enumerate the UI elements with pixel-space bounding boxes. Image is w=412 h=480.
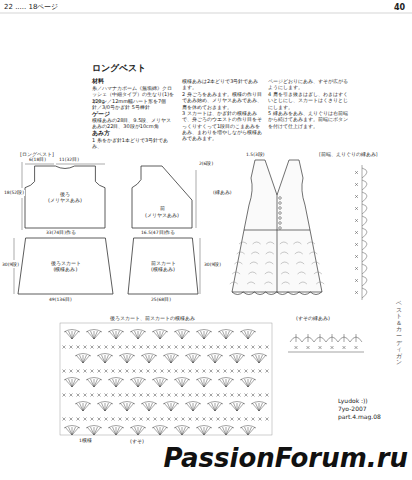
watermark: PassionForum.ru	[164, 442, 408, 475]
pattern-piece: 後ろスカート(模様あみ)	[18, 238, 113, 294]
diagram-label: 49(136目)	[48, 297, 73, 303]
instruction-text: 4 肩を引き抜きはぎし、わきはすくいとじにし、スカートはくさりとじにします。	[268, 91, 348, 110]
diagram-label: [前端、えりぐりの縁あみ]	[318, 152, 379, 158]
instruction-text: 針／3/0号かぎ針 5号棒針	[92, 104, 176, 110]
diagram-label: part.4.mag.08	[338, 413, 381, 421]
diagram-label: 2(6段)	[198, 161, 214, 167]
stitch-chart	[63, 330, 269, 436]
diagram-label: 材料	[92, 78, 104, 85]
diagram-label: 40	[394, 3, 405, 13]
instruction-text: 3 スカートは、かぎ針の模様あみで、身ごろのウエストの作り目をそっくりすくって1…	[182, 110, 262, 141]
diagram-label: (すそ)	[130, 438, 144, 444]
pattern-piece: 前(メリヤスあみ)	[132, 166, 192, 228]
dimension-lines	[14, 162, 200, 294]
diagram-label: 後ろスカート、前スカートの模様あみ	[110, 315, 195, 321]
diagram-label: 22 ..... 18ページ	[4, 3, 58, 12]
vest-stitches	[230, 242, 324, 284]
instruction-text: 1 糸をかぎ針1本どりで3号針であみ、	[92, 137, 176, 150]
instruction-text: ボタン／12mm幅ハート形を7個	[92, 98, 176, 104]
diagram-label: ゲージ	[92, 111, 110, 118]
instruction-text: 5 縁あみをあみ、えりぐりは右前端から続けてあみます。前端にボタンを付けて仕上げ…	[268, 110, 348, 129]
diagram-label: 30(9段)	[203, 262, 222, 268]
edging-chart	[355, 165, 367, 300]
diagram-label: 1.5(3段)	[245, 152, 266, 158]
diagram-label: 16.5(47目)作る	[140, 230, 176, 236]
diagram-label: 25(68目)	[150, 297, 172, 303]
page-title: ロングベスト	[92, 62, 146, 75]
buttons	[279, 197, 282, 230]
pattern-piece: 後ろ(メリヤスあみ)	[25, 166, 105, 228]
diagram-label: Lyudok :))	[338, 397, 368, 405]
diagram-label: 11(32目)	[58, 157, 80, 163]
instruction-text: ページどおりにあみ、すそが広がるようにします。	[268, 78, 348, 91]
instruction-text: 2 身ごろをあみます。模様の作り目であみ始め、メリヤスあみであみ、肩を休めておき…	[182, 91, 262, 110]
header-rule	[0, 13, 412, 14]
diagram-label: 18(52段)	[3, 190, 25, 196]
diagram-label: 33(74目)作る	[45, 230, 77, 236]
diagram-label: (すその縁あみ)	[296, 315, 330, 321]
diagram-label: 30(9段)	[1, 262, 20, 268]
piece-label: (模様あみ)	[150, 266, 176, 273]
piece-label: (メリヤスあみ)	[47, 197, 83, 204]
diagram-label: 1模様	[78, 438, 93, 444]
piece-outline	[132, 166, 192, 228]
diagram-label: 7yo-2007	[338, 405, 367, 413]
instruction-text: 模様あみは2本どりで3号針であみます。	[182, 78, 262, 91]
diagram-label: あみ方	[92, 130, 110, 137]
pattern-piece: 前スカート(模様あみ)	[128, 238, 198, 294]
piece-label: (模様あみ)	[53, 266, 79, 273]
diagram-label: 6(18目)	[28, 157, 47, 163]
instruction-text: 模様あみの28目、9.5段、メリヤスあみの22目、30段が10cm角	[92, 117, 176, 130]
diagram-label: ベスト＆カーディガン	[396, 300, 402, 366]
chart-frame	[60, 323, 272, 435]
diagram-label: (縁あみ)	[212, 190, 233, 196]
vest-illustration	[232, 160, 322, 295]
hem-chart	[288, 334, 364, 352]
piece-label: (メリヤスあみ)	[144, 212, 180, 219]
